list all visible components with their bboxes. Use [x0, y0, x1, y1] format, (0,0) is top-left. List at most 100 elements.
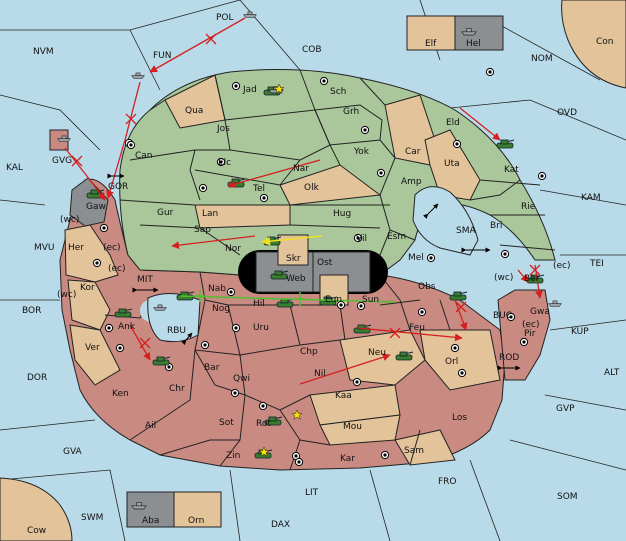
label-alt: ALT: [604, 368, 620, 378]
star-icon: [258, 446, 270, 457]
label-los: Los: [452, 413, 467, 423]
label-nvm: NVM: [33, 47, 54, 57]
label-sot: Sot: [219, 418, 234, 428]
label-ank: Ank: [118, 322, 136, 332]
label-can: Can: [135, 151, 153, 161]
province-borders: [104, 69, 556, 471]
label-kal: KAL: [6, 163, 23, 173]
label-olk: Olk: [304, 183, 320, 193]
label-aba: Aba: [142, 516, 159, 526]
label-sam: Sam: [404, 446, 424, 456]
label-gwa: Gwa: [530, 307, 550, 317]
supply-center-icon: [115, 343, 125, 353]
label-orl: Orl: [445, 357, 458, 367]
label-tel: Tel: [252, 184, 265, 194]
label-ken: Ken: [112, 389, 129, 399]
region-elf[interactable]: [406, 15, 456, 51]
label-ost: Ost: [317, 258, 333, 268]
label-esm: Esm: [387, 232, 406, 242]
label-sap: Sap: [194, 225, 211, 235]
supply-center-icon: [457, 368, 467, 378]
label-nom: NOM: [531, 54, 553, 64]
label-sma: SMA: [456, 226, 476, 236]
label-mel: Mel: [408, 253, 424, 263]
neutral-regions: [64, 74, 551, 466]
label-amp: Amp: [401, 177, 422, 187]
star-icon: [291, 409, 303, 420]
label-wc-her: (wc): [60, 215, 79, 225]
supply-center-icon: [258, 401, 268, 411]
region-orn[interactable]: [173, 491, 222, 528]
label-car: Car: [405, 147, 421, 157]
label-eld: Eld: [446, 118, 460, 128]
label-nog: Nog: [212, 304, 230, 314]
label-som: SOM: [557, 492, 578, 502]
region-cow[interactable]: [0, 477, 73, 541]
supply-center-icon: [99, 223, 109, 233]
label-kup: KUP: [571, 327, 589, 337]
label-mit: MIT: [137, 275, 153, 285]
label-yok: Yok: [353, 147, 370, 157]
supply-center-icon: [376, 168, 386, 178]
label-ovd: OVD: [557, 108, 577, 118]
label-uru: Uru: [253, 323, 269, 333]
label-qua: Qua: [185, 106, 203, 116]
label-swm: SWM: [81, 513, 103, 523]
order-support-green: [179, 290, 396, 306]
label-neu: Neu: [368, 348, 386, 358]
label-chr: Chr: [169, 384, 185, 394]
label-ec-ber: (ec): [553, 261, 571, 271]
label-gur: Gur: [157, 208, 174, 218]
label-buc: BUC: [493, 311, 512, 321]
label-bri: Bri: [490, 221, 502, 231]
label-ec-her: (ec): [103, 243, 121, 253]
label-sun: Sun: [362, 295, 379, 305]
label-qwi: Qwi: [233, 374, 250, 384]
label-ec-gwa: (ec): [522, 320, 540, 330]
supply-center-icon: [294, 457, 304, 467]
label-rot: Rot: [256, 419, 271, 429]
supply-center-icon: [485, 67, 495, 77]
supply-center-icon: [92, 258, 102, 268]
label-fun: FUN: [153, 51, 172, 61]
supply-center-icon: [450, 343, 460, 353]
order-arrows: [64, 17, 543, 385]
label-gvp: GVP: [556, 404, 575, 414]
label-gor: GOR: [108, 182, 128, 192]
supply-center-icon: [231, 81, 241, 91]
order-arrow-yellow: [261, 235, 323, 246]
label-mvu: MVU: [34, 243, 55, 253]
label-bar: Bar: [204, 363, 220, 373]
label-pol: POL: [216, 13, 234, 23]
region-aba[interactable]: [126, 491, 175, 528]
label-kar: Kar: [340, 454, 355, 464]
label-ail: Ail: [145, 421, 156, 431]
supply-center-icon: [500, 249, 510, 259]
supply-center-icon: [319, 76, 329, 86]
label-nor: Nor: [225, 244, 241, 254]
supply-center-icon: [231, 323, 241, 333]
label-lan: Lan: [202, 209, 218, 219]
label-mou: Mou: [343, 422, 362, 432]
label-sch: Sch: [330, 87, 346, 97]
supply-center-icon: [380, 450, 390, 460]
region-labels: POL NVM FUN COB NOM Con Elf Hel OVD KAL …: [6, 13, 620, 536]
label-vil: Vil: [356, 234, 367, 244]
supply-center-icon: [360, 125, 370, 135]
label-rbu: RBU: [167, 326, 186, 336]
label-kaa: Kaa: [335, 391, 352, 401]
label-ec-kor: (ec): [108, 264, 126, 274]
label-feu: Feu: [409, 323, 425, 333]
label-her: Her: [68, 243, 84, 253]
label-kat: Kat: [504, 165, 519, 175]
label-lit: LIT: [305, 488, 319, 498]
region-con[interactable]: [561, 0, 626, 89]
label-wc-ber: (wc): [494, 273, 513, 283]
supply-center-icon: [519, 337, 529, 347]
label-fro: FRO: [438, 477, 457, 487]
label-nar: Nar: [293, 164, 309, 174]
supply-center-icon: [226, 287, 236, 297]
label-ver: Ver: [85, 343, 100, 353]
label-elf: Elf: [425, 39, 437, 49]
label-dax: DAX: [271, 520, 290, 530]
